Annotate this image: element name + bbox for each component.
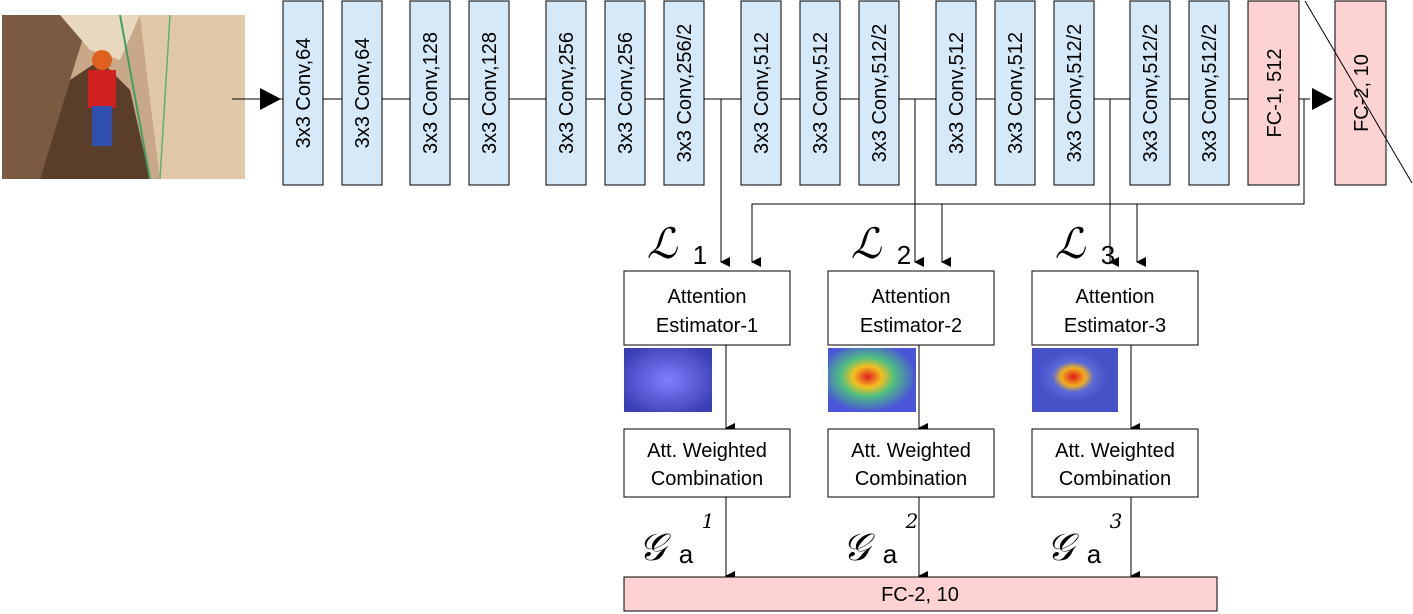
estimator-label-line2: Estimator-3 [1064,315,1166,337]
conv-layer-14: 3x3 Conv,512/2 [1129,0,1171,186]
weighted-combination-box [827,428,995,498]
conv-layer-label: 3x3 Conv,256 [615,32,637,154]
loss-index: 3 [1101,240,1115,270]
g-subscript: a [679,539,694,569]
estimator-label-line1: Attention [668,286,747,308]
conv-layer-4: 3x3 Conv,128 [468,0,510,186]
fc2-bottom-label: FC-2, 10 [881,584,959,606]
g-superscript: 2 [905,509,919,533]
conv-layer-6: 3x3 Conv,256 [604,0,646,186]
combination-label-line2: Combination [855,468,967,490]
attention-estimator-box [827,270,995,346]
conv-layer-2: 3x3 Conv,64 [341,0,383,186]
conv-layer-15: 3x3 Conv,512/2 [1188,0,1230,186]
estimator-label-line1: Attention [872,286,951,308]
conv-layer-label: 3x3 Conv,512/2 [1140,24,1162,163]
attention-estimator-box [623,270,791,346]
loss-symbol: ℒ [1055,219,1086,268]
g-symbol: 𝒢 [638,525,671,569]
weighted-combination-box [623,428,791,498]
conv-layer-label: 3x3 Conv,64 [352,38,374,149]
loss-index: 1 [693,240,707,270]
conv-layer-label: 3x3 Conv,256 [556,32,578,154]
conv-layer-8: 3x3 Conv,512 [740,0,782,186]
loss-symbol: ℒ [647,219,678,268]
loss-index: 2 [897,240,911,270]
fc1-box: FC-1, 512 [1247,0,1300,186]
fc1-label: FC-1, 512 [1264,49,1286,138]
estimator-label-line1: Attention [1076,286,1155,308]
input-image [2,14,245,180]
conv-layer-7: 3x3 Conv,256/2 [663,0,705,186]
combination-label-line1: Att. Weighted [1055,440,1175,462]
conv-layer-label: 3x3 Conv,128 [479,32,501,154]
g-subscript: a [1087,539,1102,569]
fc-arrow [1312,88,1333,110]
conv-layer-label: 3x3 Conv,128 [420,32,442,154]
conv-layer-label: 3x3 Conv,256/2 [674,24,696,163]
conv-layer-label: 3x3 Conv,512 [946,32,968,154]
conv-layer-label: 3x3 Conv,512/2 [1199,24,1221,163]
g-superscript: 1 [702,509,715,533]
conv-layer-1: 3x3 Conv,64 [282,0,324,186]
global-feature-lines [751,99,1305,267]
fc2-bottom-box: FC-2, 10 [623,576,1218,612]
attention-map-thumbnail [624,348,712,412]
combination-label-line1: Att. Weighted [647,440,767,462]
conv-layer-label: 3x3 Conv,512 [1005,32,1027,154]
attention-map-thumbnail [1032,348,1118,412]
conv-layer-13: 3x3 Conv,512/2 [1053,0,1095,186]
attention-estimator-box [1031,270,1199,346]
conv-layers: 3x3 Conv,64 3x3 Conv,64 3x3 Conv,128 3x3 Co… [282,0,1230,186]
conv-layer-12: 3x3 Conv,512 [994,0,1036,186]
conv-layer-label: 3x3 Conv,512 [751,32,773,154]
conv-layer-label: 3x3 Conv,512/2 [1064,24,1086,163]
estimator-label-line2: Estimator-2 [860,315,962,337]
attention-map-thumbnail [828,348,916,412]
conv-layer-10: 3x3 Conv,512/2 [858,0,900,186]
conv-layer-label: 3x3 Conv,64 [293,38,315,149]
estimator-label-line2: Estimator-1 [656,315,758,337]
local-feature-lines [720,99,1119,267]
conv-layer-9: 3x3 Conv,512 [799,0,841,186]
g-superscript: 3 [1110,509,1123,533]
conv-layer-5: 3x3 Conv,256 [545,0,587,186]
conv-layer-label: 3x3 Conv,512 [810,32,832,154]
g-symbol: 𝒢 [842,525,875,569]
combination-label-line2: Combination [1059,468,1171,490]
conv-layer-11: 3x3 Conv,512 [935,0,977,186]
input-arrow [260,88,281,110]
combination-label-line1: Att. Weighted [851,440,971,462]
loss-symbol: ℒ [851,219,882,268]
g-symbol: 𝒢 [1046,525,1079,569]
combination-label-line2: Combination [651,468,763,490]
weighted-combination-box [1031,428,1199,498]
fc2-crossed-label: FC-2, 10 [1351,54,1373,132]
conv-layer-3: 3x3 Conv,128 [409,0,451,186]
cross-out-line [1304,0,1413,184]
conv-layer-label: 3x3 Conv,512/2 [869,24,891,163]
fc2-crossed-box: FC-2, 10 [1304,0,1413,186]
g-subscript: a [883,539,898,569]
